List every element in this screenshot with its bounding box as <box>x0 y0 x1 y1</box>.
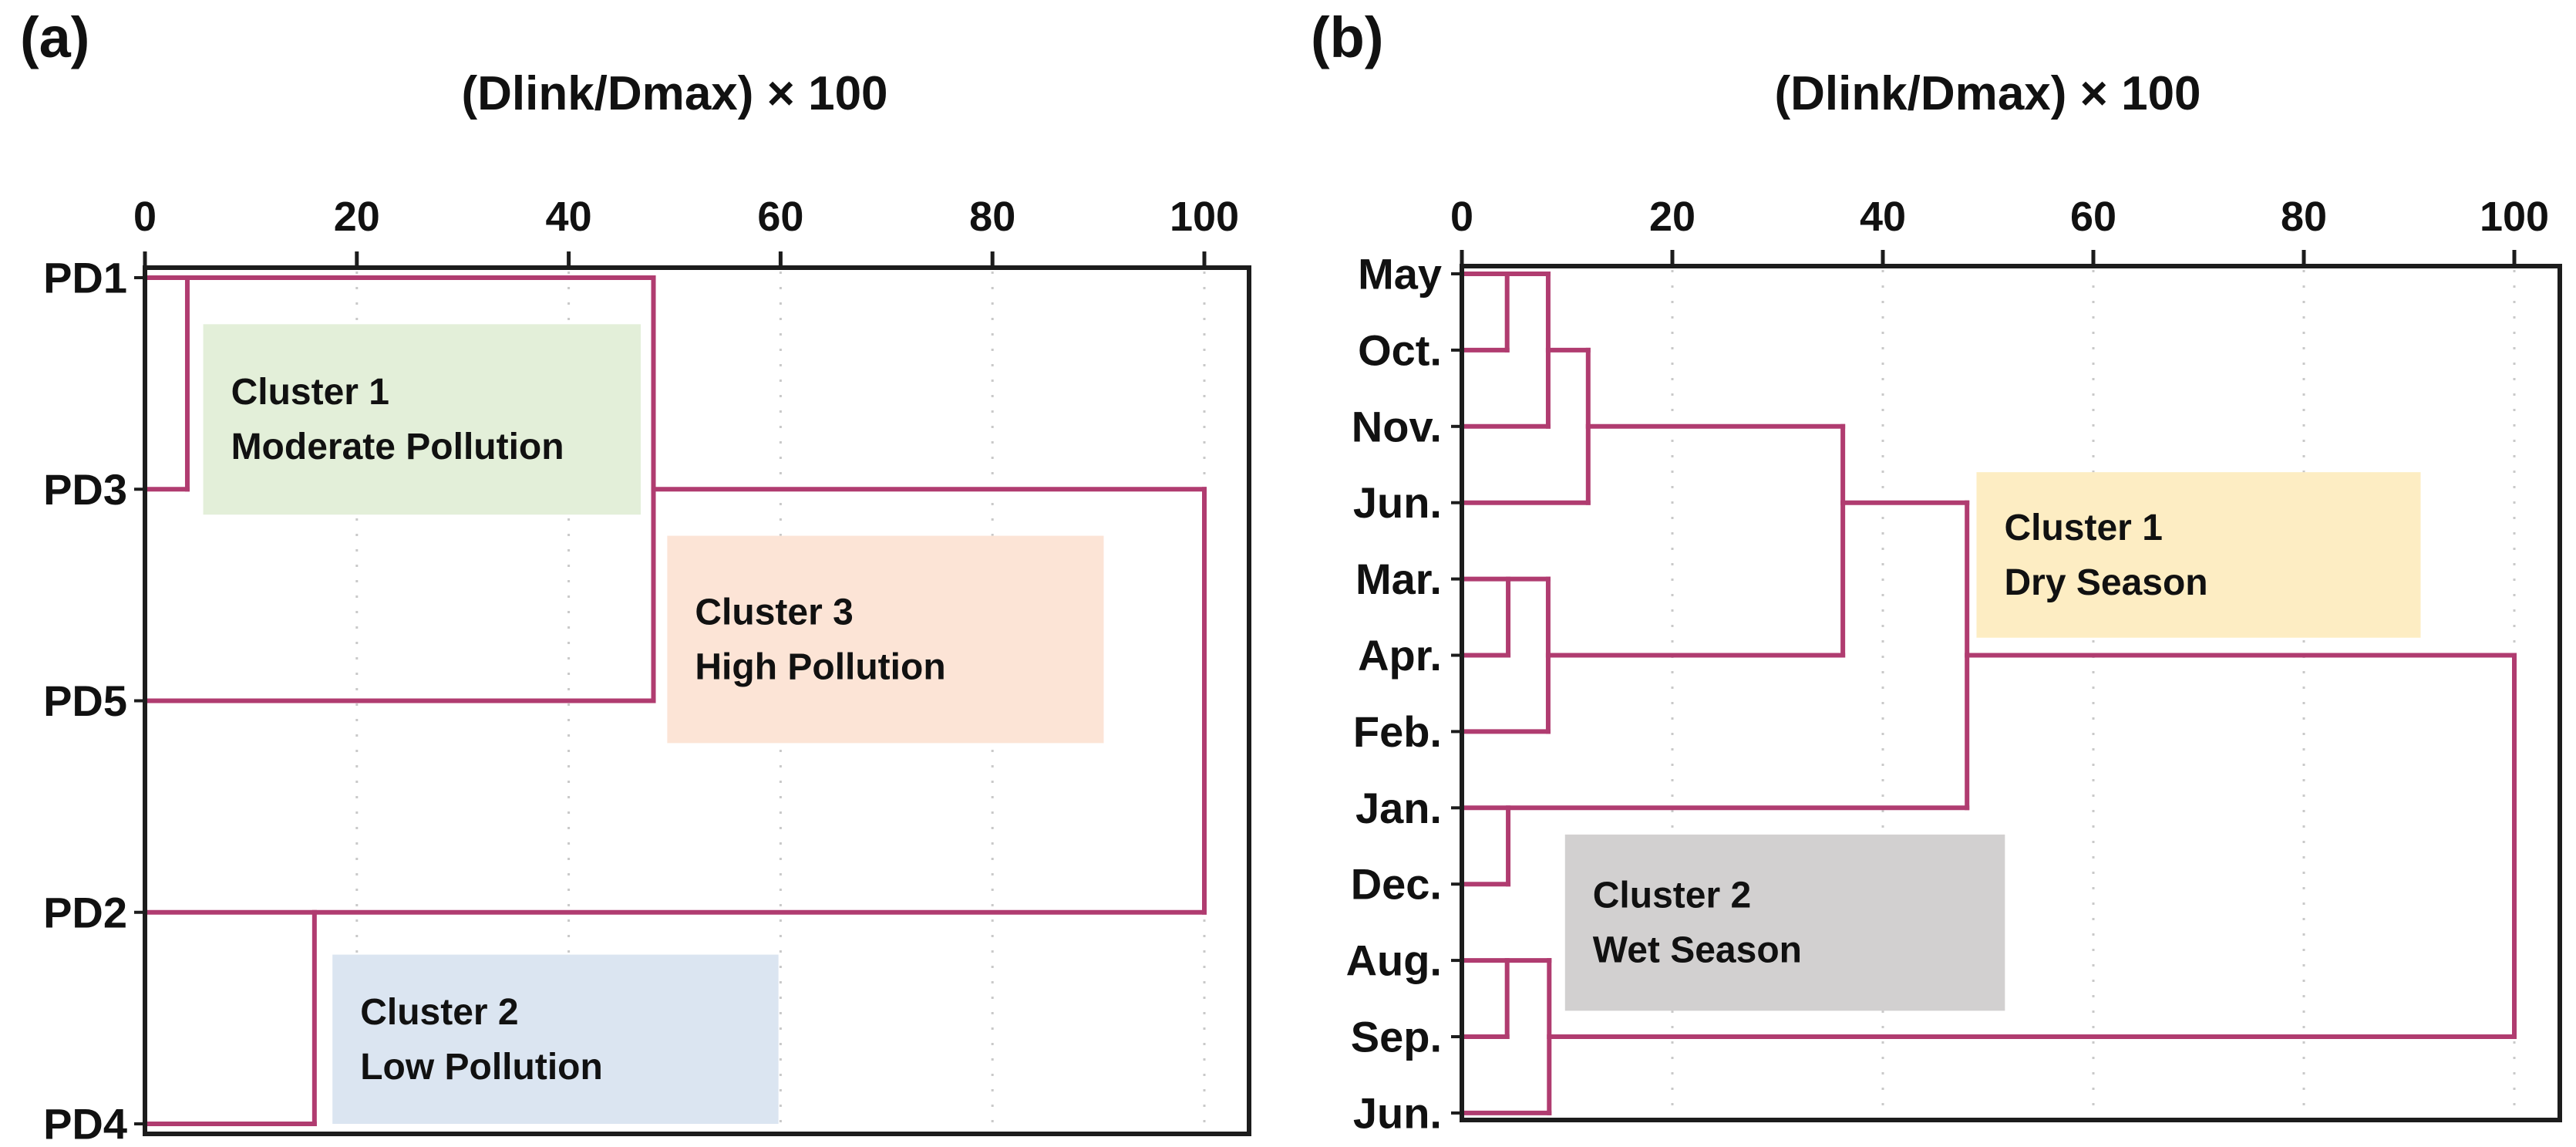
x-tick-label: 80 <box>2281 194 2327 240</box>
leaf-label: Sep. <box>1351 1013 1442 1061</box>
leaf-label: May <box>1358 250 1442 299</box>
leaf-label: Nov. <box>1352 402 1442 450</box>
cluster-label-line1: Cluster 1 <box>2004 508 2162 548</box>
x-tick-label: 0 <box>1450 194 1473 240</box>
cluster-label-line1: Cluster 2 <box>360 992 518 1033</box>
x-tick-label: 20 <box>1649 194 1695 240</box>
cluster-box <box>1976 472 2421 638</box>
panel-a-label: (a) <box>20 5 90 69</box>
x-tick-label: 60 <box>2070 194 2116 240</box>
x-tick-label: 60 <box>757 194 803 240</box>
cluster-label-line2: Wet Season <box>1593 930 1802 971</box>
panel-a-axis-title: (Dlink/Dmax) × 100 <box>461 67 888 120</box>
leaf-label: PD2 <box>43 888 127 936</box>
cluster-label-line2: High Pollution <box>695 646 945 687</box>
cluster-label-line2: Moderate Pollution <box>231 427 564 467</box>
cluster-label-line1: Cluster 2 <box>1593 875 1751 916</box>
plot-border <box>1460 264 2562 1122</box>
leaf-label: PD4 <box>43 1100 127 1147</box>
panel-b-axis-title: (Dlink/Dmax) × 100 <box>1774 67 2201 120</box>
leaf-label: PD3 <box>43 465 127 514</box>
leaf-label: Mar. <box>1355 555 1442 603</box>
x-tick-label: 40 <box>546 194 592 240</box>
leaf-label: Jun. <box>1353 478 1442 527</box>
cluster-box <box>1564 834 2005 1011</box>
x-tick-label: 20 <box>334 194 380 240</box>
leaf-label: Feb. <box>1353 707 1442 756</box>
cluster-box <box>332 954 779 1124</box>
panel-b-label: (b) <box>1311 5 1384 69</box>
leaf-label: Apr. <box>1358 631 1442 680</box>
cluster-label-line1: Cluster 3 <box>695 592 853 633</box>
cluster-box <box>667 535 1104 744</box>
x-tick-label: 100 <box>2480 194 2549 240</box>
leaf-label: Jan. <box>1355 784 1442 832</box>
x-tick-label: 100 <box>1170 194 1239 240</box>
x-tick-label: 80 <box>969 194 1015 240</box>
cluster-box <box>203 324 641 515</box>
x-tick-label: 0 <box>133 194 157 240</box>
leaf-label: Oct. <box>1358 326 1442 374</box>
leaf-label: Jun. <box>1353 1088 1442 1137</box>
cluster-label-line2: Low Pollution <box>360 1047 603 1088</box>
leaf-label: Dec. <box>1351 860 1442 909</box>
x-tick-label: 40 <box>1860 194 1906 240</box>
leaf-label: Aug. <box>1346 936 1442 985</box>
leaf-label: PD1 <box>43 254 127 302</box>
cluster-label-line1: Cluster 1 <box>231 372 389 413</box>
cluster-label-line2: Dry Season <box>2004 562 2207 603</box>
leaf-label: PD5 <box>43 676 127 725</box>
